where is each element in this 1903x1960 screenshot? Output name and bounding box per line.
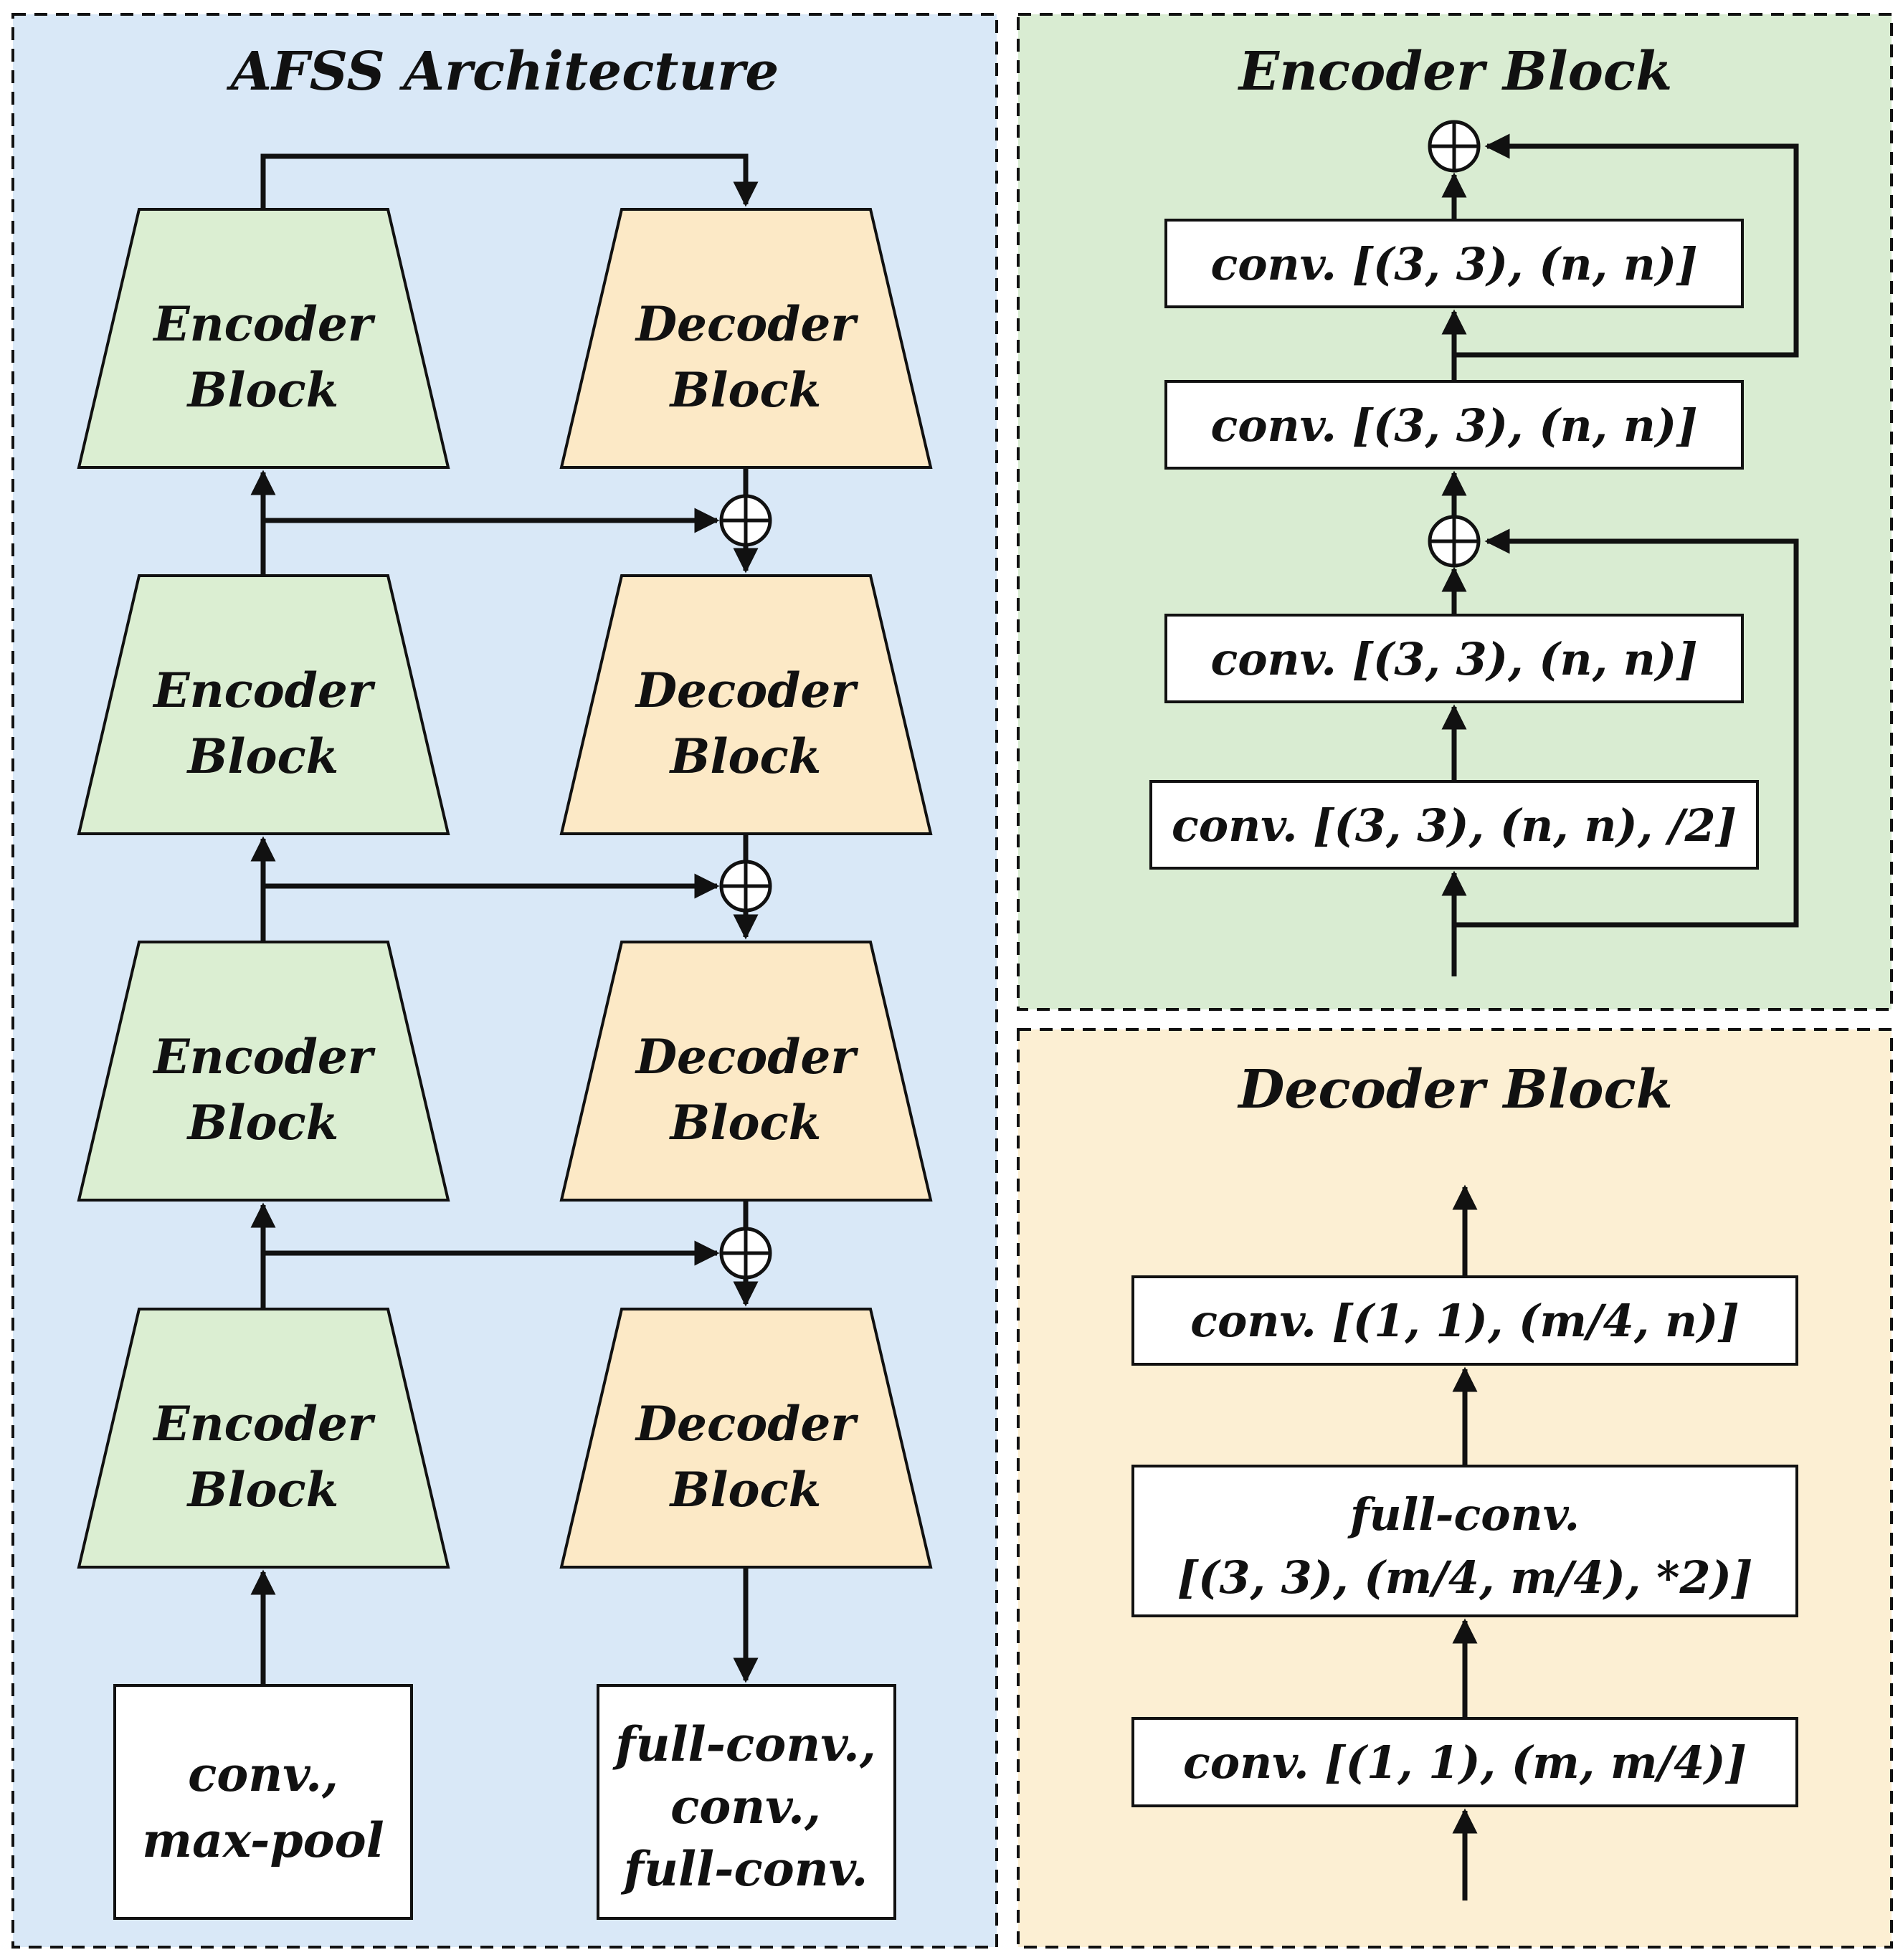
encoder-block-2: Encoder Block — [77, 574, 450, 835]
encoder-layer-3: conv. [(3, 3), (n, n)] — [1164, 380, 1744, 470]
svg-text:conv. [(3, 3), (n, n)]: conv. [(3, 3), (n, n)] — [1210, 399, 1697, 452]
svg-text:conv. [(1, 1), (m/4, n)]: conv. [(1, 1), (m/4, n)] — [1190, 1295, 1739, 1347]
encoder-block-title: Encoder Block — [1238, 41, 1673, 103]
encoder-layer-2: conv. [(3, 3), (n, n)] — [1164, 614, 1744, 703]
decoder-block-1: Decoder Block — [559, 208, 933, 469]
svg-text:conv. [(3, 3), (n, n), /2]: conv. [(3, 3), (n, n), /2] — [1172, 799, 1737, 852]
svg-text:[(3, 3), (m/4, m/4), *2)]: [(3, 3), (m/4, m/4), *2)] — [1177, 1551, 1753, 1604]
encoder-layer-4: conv. [(3, 3), (n, n)] — [1164, 219, 1744, 308]
svg-text:full-conv.: full-conv. — [621, 1841, 868, 1897]
afss-connectors — [250, 153, 759, 1685]
encoder-connectors — [1441, 133, 1799, 976]
decoder-layers: conv. [(1, 1), (m/4, n)] full-conv. [(3,… — [1131, 1275, 1798, 1807]
decoder-block-3: Decoder Block — [559, 941, 933, 1202]
encoder-block-3: Encoder Block — [77, 941, 450, 1202]
svg-text:conv.,: conv., — [188, 1746, 338, 1802]
svg-text:Encoder: Encoder — [152, 662, 376, 718]
afss-adder-3 — [719, 1227, 772, 1280]
svg-text:Encoder: Encoder — [152, 1396, 376, 1452]
decoder-layer-3: conv. [(1, 1), (m/4, n)] — [1131, 1275, 1798, 1366]
afss-adder-2 — [719, 860, 772, 913]
svg-text:Block: Block — [669, 728, 822, 784]
svg-text:Decoder: Decoder — [635, 1029, 859, 1085]
svg-text:Decoder: Decoder — [635, 662, 859, 718]
svg-text:Block: Block — [186, 1095, 339, 1151]
svg-text:Block: Block — [669, 1095, 822, 1151]
svg-text:Block: Block — [186, 362, 339, 418]
svg-text:conv. [(3, 3), (n, n)]: conv. [(3, 3), (n, n)] — [1210, 238, 1697, 290]
output-fullconv-box: full-conv., conv., full-conv. — [597, 1684, 896, 1920]
decoder-layer-1: conv. [(1, 1), (m, m/4)] — [1131, 1717, 1798, 1807]
svg-text:conv.,: conv., — [670, 1779, 821, 1835]
svg-text:Block: Block — [669, 1462, 822, 1518]
decoder-column: Decoder Block Decoder Block Decoder Bloc… — [559, 208, 933, 1569]
encoder-column: Encoder Block Encoder Block Encoder Bloc… — [77, 208, 450, 1569]
encoder-adder-top — [1428, 120, 1481, 173]
svg-text:Decoder: Decoder — [635, 296, 859, 352]
svg-text:max-pool: max-pool — [142, 1812, 384, 1868]
decoder-block-title: Decoder Block — [1237, 1059, 1673, 1121]
decoder-block-4: Decoder Block — [559, 1308, 933, 1569]
input-conv-maxpool-box: conv., max-pool — [113, 1684, 413, 1920]
encoder-adder-low — [1428, 515, 1481, 568]
svg-text:Decoder: Decoder — [635, 1396, 859, 1452]
svg-text:full-conv.,: full-conv., — [612, 1716, 876, 1772]
svg-text:conv. [(3, 3), (n, n)]: conv. [(3, 3), (n, n)] — [1210, 633, 1697, 685]
encoder-block-1: Encoder Block — [77, 208, 450, 469]
encoder-block-4: Encoder Block — [77, 1308, 450, 1569]
afss-adder-1 — [719, 494, 772, 547]
decoder-layer-2: full-conv. [(3, 3), (m/4, m/4), *2)] — [1131, 1465, 1798, 1617]
afss-title: AFSS Architecture — [227, 41, 779, 103]
decoder-block-2: Decoder Block — [559, 574, 933, 835]
svg-text:Encoder: Encoder — [152, 296, 376, 352]
svg-text:Block: Block — [186, 728, 339, 784]
encoder-layers: conv. [(3, 3), (n, n)] conv. [(3, 3), (n… — [1149, 219, 1759, 870]
svg-text:Encoder: Encoder — [152, 1029, 376, 1085]
encoder-layer-1: conv. [(3, 3), (n, n), /2] — [1149, 780, 1759, 870]
svg-text:Block: Block — [186, 1462, 339, 1518]
svg-text:full-conv.: full-conv. — [1347, 1488, 1580, 1541]
svg-text:Block: Block — [669, 362, 822, 418]
svg-text:conv. [(1, 1), (m, m/4)]: conv. [(1, 1), (m, m/4)] — [1183, 1736, 1747, 1789]
